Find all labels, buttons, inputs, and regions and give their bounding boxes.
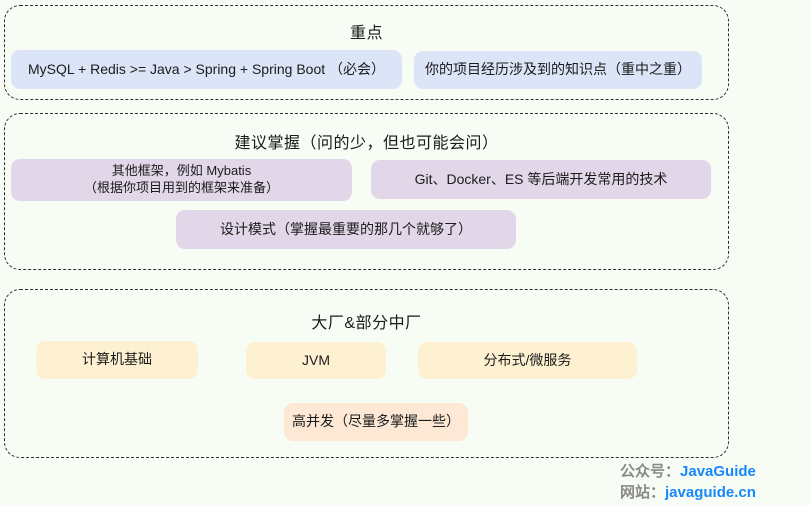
- footer-wechat-line: 公众号：JavaGuide: [620, 461, 756, 482]
- topic-box-jvm: JVM: [246, 342, 386, 379]
- site-value: javaguide.cn: [665, 484, 756, 501]
- topic-box-design-patterns: 设计模式（掌握最重要的那几个就够了）: [176, 210, 516, 249]
- section-key-points: 重点 MySQL + Redis >= Java > Spring + Spri…: [4, 5, 729, 100]
- section-key-points-title: 重点: [349, 25, 383, 42]
- footer-credit: 公众号：JavaGuide 网站：javaguide.cn: [620, 461, 756, 503]
- section-suggested-mastery-title: 建议掌握（问的少，但也可能会问）: [234, 135, 499, 152]
- wechat-label: 公众号：: [620, 463, 681, 480]
- wechat-value: JavaGuide: [680, 463, 756, 480]
- topic-box-git-docker-es: Git、Docker、ES 等后端开发常用的技术: [371, 160, 711, 199]
- topic-box-other-frameworks: 其他框架，例如 Mybatis （根据你项目用到的框架来准备）: [11, 159, 352, 201]
- topic-box-distributed-microservices: 分布式/微服务: [418, 342, 637, 379]
- section-suggested-mastery: 建议掌握（问的少，但也可能会问） 其他框架，例如 Mybatis （根据你项目用…: [4, 113, 729, 270]
- topic-box-cs-basics: 计算机基础: [36, 341, 198, 379]
- topic-box-other-frameworks-line2: （根据你项目用到的框架来准备）: [83, 180, 279, 195]
- section-big-companies-title: 大厂&部分中厂: [311, 315, 422, 332]
- section-big-companies: 大厂&部分中厂 计算机基础 JVM 分布式/微服务 高并发（尽量多掌握一些）: [4, 289, 729, 458]
- topic-box-mysql-redis-java-spring: MySQL + Redis >= Java > Spring + Spring …: [11, 50, 402, 89]
- topic-box-project-knowledge: 你的项目经历涉及到的知识点（重中之重）: [414, 51, 702, 89]
- topic-box-other-frameworks-line1: 其他框架，例如 Mybatis: [111, 163, 252, 179]
- footer-site-line: 网站：javaguide.cn: [620, 482, 756, 503]
- topic-box-high-concurrency: 高并发（尽量多掌握一些）: [284, 403, 468, 441]
- site-label: 网站：: [620, 484, 666, 501]
